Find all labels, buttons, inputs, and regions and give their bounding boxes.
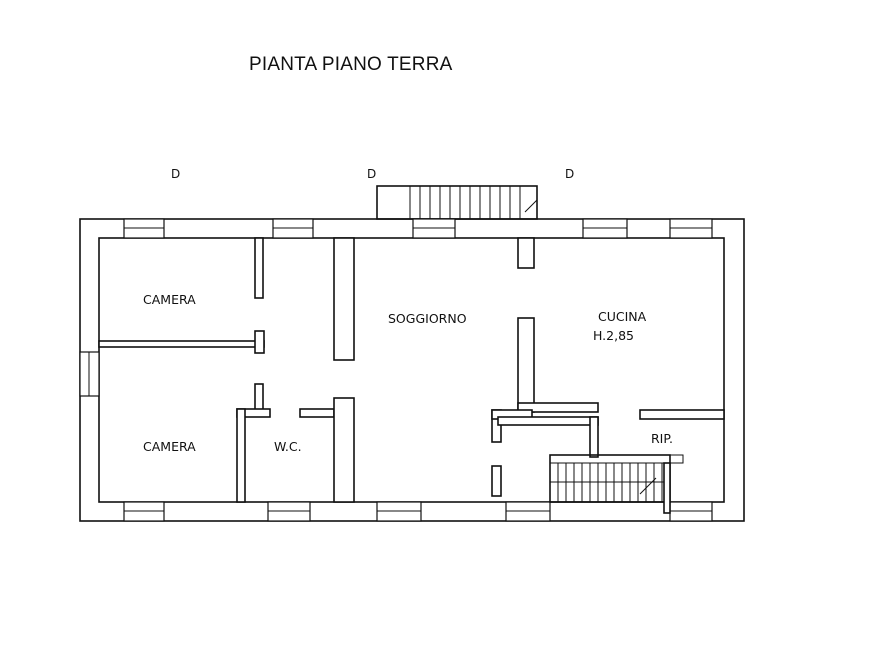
room-label-soggiorno: SOGGIORNO — [388, 311, 467, 326]
room-label-wc: W.C. — [274, 439, 302, 454]
room-label-camera-bottom: CAMERA — [143, 439, 196, 454]
room-label-ripostiglio: RIP. — [651, 431, 673, 446]
marker-d-right: D — [565, 167, 574, 181]
external-stair — [376, 185, 538, 220]
outer-walls — [79, 218, 745, 522]
interior-walls — [98, 237, 725, 503]
room-label-camera-top: CAMERA — [143, 292, 196, 307]
windows — [79, 218, 713, 522]
internal-stair — [549, 454, 684, 514]
room-label-cucina-height: H.2,85 — [593, 328, 634, 343]
marker-d-left: D — [171, 167, 180, 181]
marker-d-center: D — [367, 167, 376, 181]
room-label-cucina: CUCINA — [598, 309, 647, 324]
page-title: PIANTA PIANO TERRA — [249, 54, 453, 75]
